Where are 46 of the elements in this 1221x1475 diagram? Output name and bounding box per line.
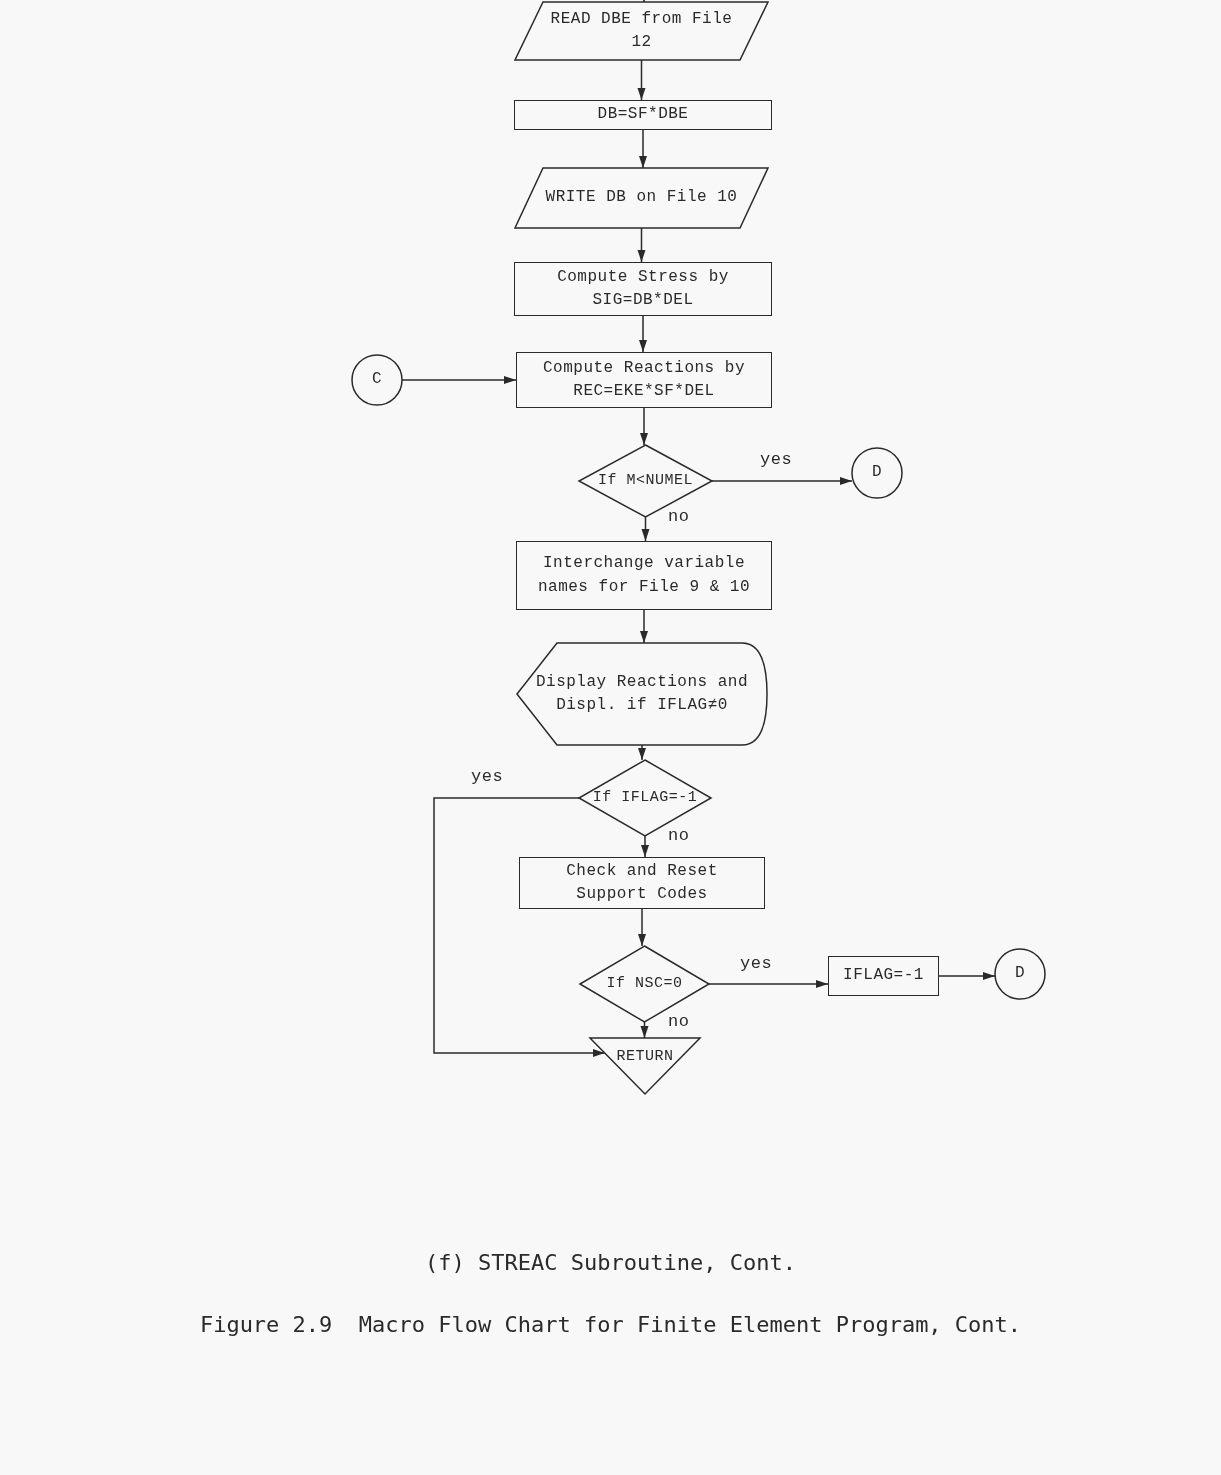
node-label: RETURN <box>616 1047 674 1067</box>
node-label: D <box>871 462 883 484</box>
node-label: If NSC=0 <box>606 974 683 995</box>
arrow <box>639 129 647 169</box>
arrow <box>640 609 648 644</box>
node-label: Compute Stress by SIG=DB*DEL <box>556 266 730 311</box>
subfigure-caption: (f) STREAC Subroutine, Cont. <box>424 1250 797 1275</box>
process-box <box>828 956 939 996</box>
arrow <box>641 835 649 858</box>
arrow <box>711 477 853 485</box>
arrow <box>640 0 648 3</box>
process-box <box>514 262 772 316</box>
io-parallelogram <box>513 167 770 229</box>
figure-caption: Figure 2.9 Macro Flow Chart for Finite Element Program, Cont. <box>198 1312 1023 1337</box>
process-box <box>519 857 765 909</box>
process-box <box>514 100 772 130</box>
arrow <box>639 315 647 353</box>
io-parallelogram <box>513 1 770 61</box>
node-label: Compute Reactions by REC=EKE*SF*DEL <box>542 357 746 402</box>
node-label: If M<NUMEL <box>598 471 693 492</box>
node-label: D <box>1014 963 1026 985</box>
node-label: DB=SF*DBE <box>597 104 689 126</box>
node-label: Display Reactions and Displ. if IFLAG≠0 <box>534 671 750 716</box>
node-label: Interchange variable names for File 9 & 10 <box>536 553 752 598</box>
arrow <box>708 980 829 988</box>
node-label: If IFLAG=-1 <box>592 788 698 809</box>
terminal-triangle <box>588 1037 702 1096</box>
node-label: Check and Reset Support Codes <box>565 860 719 905</box>
arrow <box>641 516 650 542</box>
arrow <box>637 59 646 101</box>
arrow <box>640 407 648 446</box>
arrow <box>640 1021 649 1039</box>
arrow <box>938 972 996 980</box>
arrow <box>637 227 646 263</box>
node-label: READ DBE from File 12 <box>549 8 734 53</box>
connector-circle <box>351 354 403 406</box>
process-box <box>516 541 772 610</box>
node-label: C <box>371 369 383 391</box>
connector-circle <box>851 447 903 499</box>
display-shape <box>516 642 768 746</box>
connector-circle <box>994 948 1046 1000</box>
node-label: IFLAG=-1 <box>843 965 924 987</box>
arrow <box>638 744 646 761</box>
arrow <box>638 908 646 947</box>
node-label: WRITE DB on File 10 <box>545 187 738 209</box>
process-box <box>516 352 772 408</box>
